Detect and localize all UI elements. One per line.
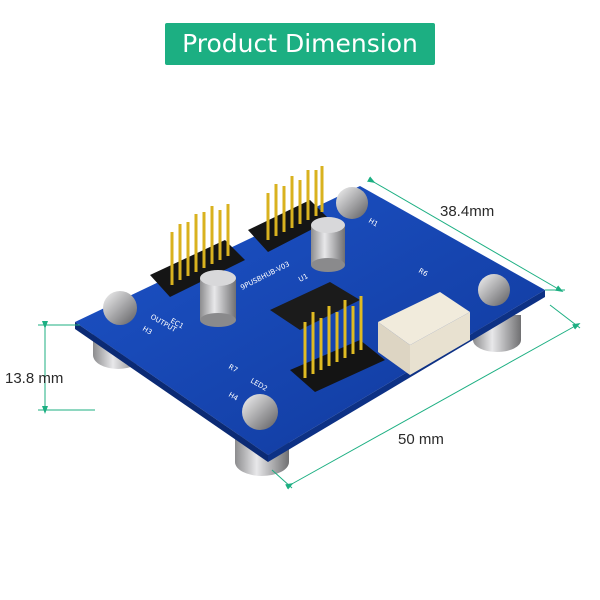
- pin-header-input: [248, 166, 330, 252]
- pin-header-output: [150, 204, 245, 297]
- usb-hub-chip: [270, 282, 360, 330]
- width-dimension-label: 50 mm: [398, 431, 444, 448]
- silk-r7: R7: [227, 363, 239, 375]
- silk-h3: H3: [141, 325, 153, 337]
- depth-dimension-line: [367, 176, 564, 293]
- capacitor-ec1: [200, 270, 236, 327]
- width-dimension-line: [285, 323, 581, 490]
- title-banner: Product Dimension: [165, 23, 435, 65]
- height-dimension-label: 13.8 mm: [5, 370, 64, 387]
- capacitor-ec2: [311, 217, 345, 272]
- depth-dimension-label: 38.4mm: [440, 203, 495, 220]
- silk-u1: U1: [297, 272, 309, 283]
